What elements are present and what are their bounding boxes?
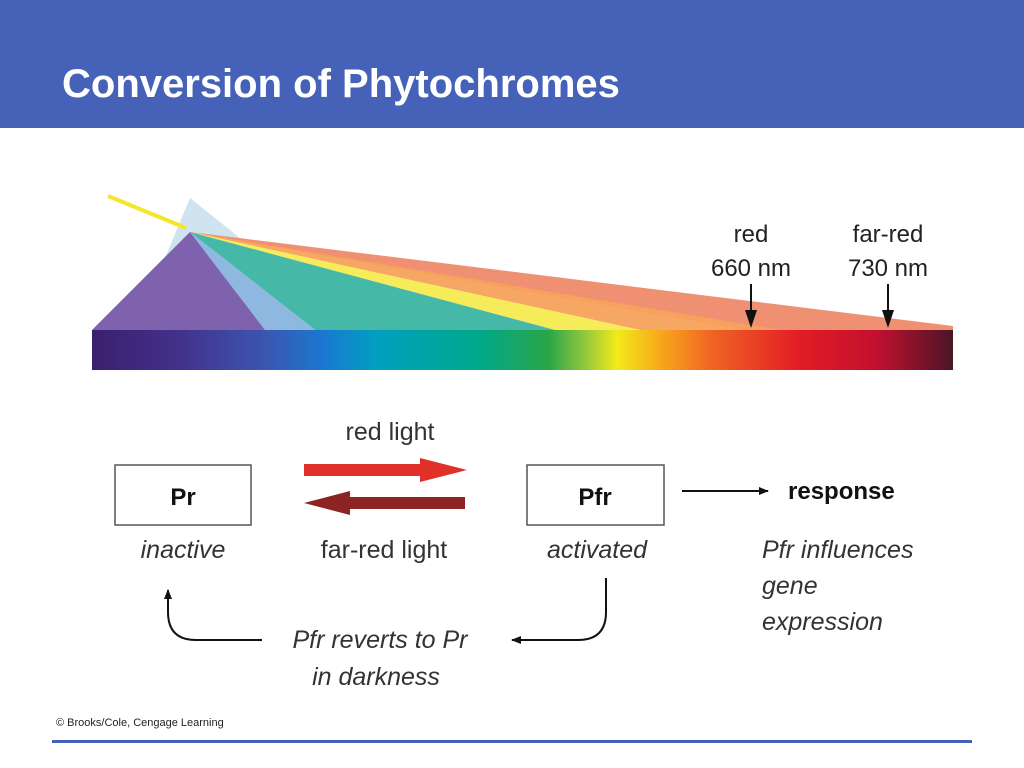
- pfr-label: Pfr: [578, 484, 611, 511]
- ray-red: [190, 232, 953, 330]
- darkness-note-line1: Pfr reverts to Pr: [292, 626, 469, 654]
- marker-far-red: far-red 730 nm: [848, 221, 928, 328]
- incoming-light-beam: [107, 194, 187, 230]
- header-bar: [0, 0, 1024, 128]
- ray-blue: [190, 232, 315, 330]
- marker-far-red-name: far-red: [853, 221, 924, 248]
- far-red-light-arrow: [304, 491, 465, 515]
- reversion-path-to-pr: [164, 589, 262, 641]
- conversion-cycle: Pr inactive Pfr activated red light far-…: [114, 418, 913, 691]
- pr-label: Pr: [170, 484, 195, 511]
- ray-yellow: [190, 232, 640, 330]
- pfr-box: [526, 464, 665, 526]
- response-note-line2: gene: [762, 572, 818, 600]
- pfr-state: activated: [547, 536, 648, 564]
- response-note-line3: expression: [762, 608, 883, 636]
- response-label: response: [788, 478, 895, 505]
- marker-red-wavelength: 660 nm: [711, 255, 791, 282]
- ray-violet: [92, 232, 265, 330]
- red-light-arrow: [304, 458, 467, 482]
- far-red-light-label: far-red light: [321, 536, 447, 564]
- copyright-credit: © Brooks/Cole, Cengage Learning: [56, 717, 224, 729]
- slide-title: Conversion of Phytochromes: [62, 62, 620, 106]
- marker-far-red-arrow: [882, 310, 894, 328]
- bottom-rule: [52, 740, 972, 743]
- red-light-label: red light: [346, 418, 435, 446]
- marker-red: red 660 nm: [711, 221, 791, 328]
- spectrum-bar: [92, 330, 953, 370]
- darkness-note-line2: in darkness: [312, 663, 440, 691]
- marker-red-name: red: [734, 221, 769, 248]
- pr-box: [114, 464, 252, 526]
- prism-light-rays: [92, 194, 953, 330]
- marker-red-arrow: [745, 310, 757, 328]
- marker-far-red-wavelength: 730 nm: [848, 255, 928, 282]
- reversion-path-from-pfr: [511, 578, 607, 644]
- pr-state: inactive: [141, 536, 226, 564]
- ray-orange: [190, 232, 780, 330]
- response-note-line1: Pfr influences: [762, 536, 913, 564]
- ray-green: [190, 232, 555, 330]
